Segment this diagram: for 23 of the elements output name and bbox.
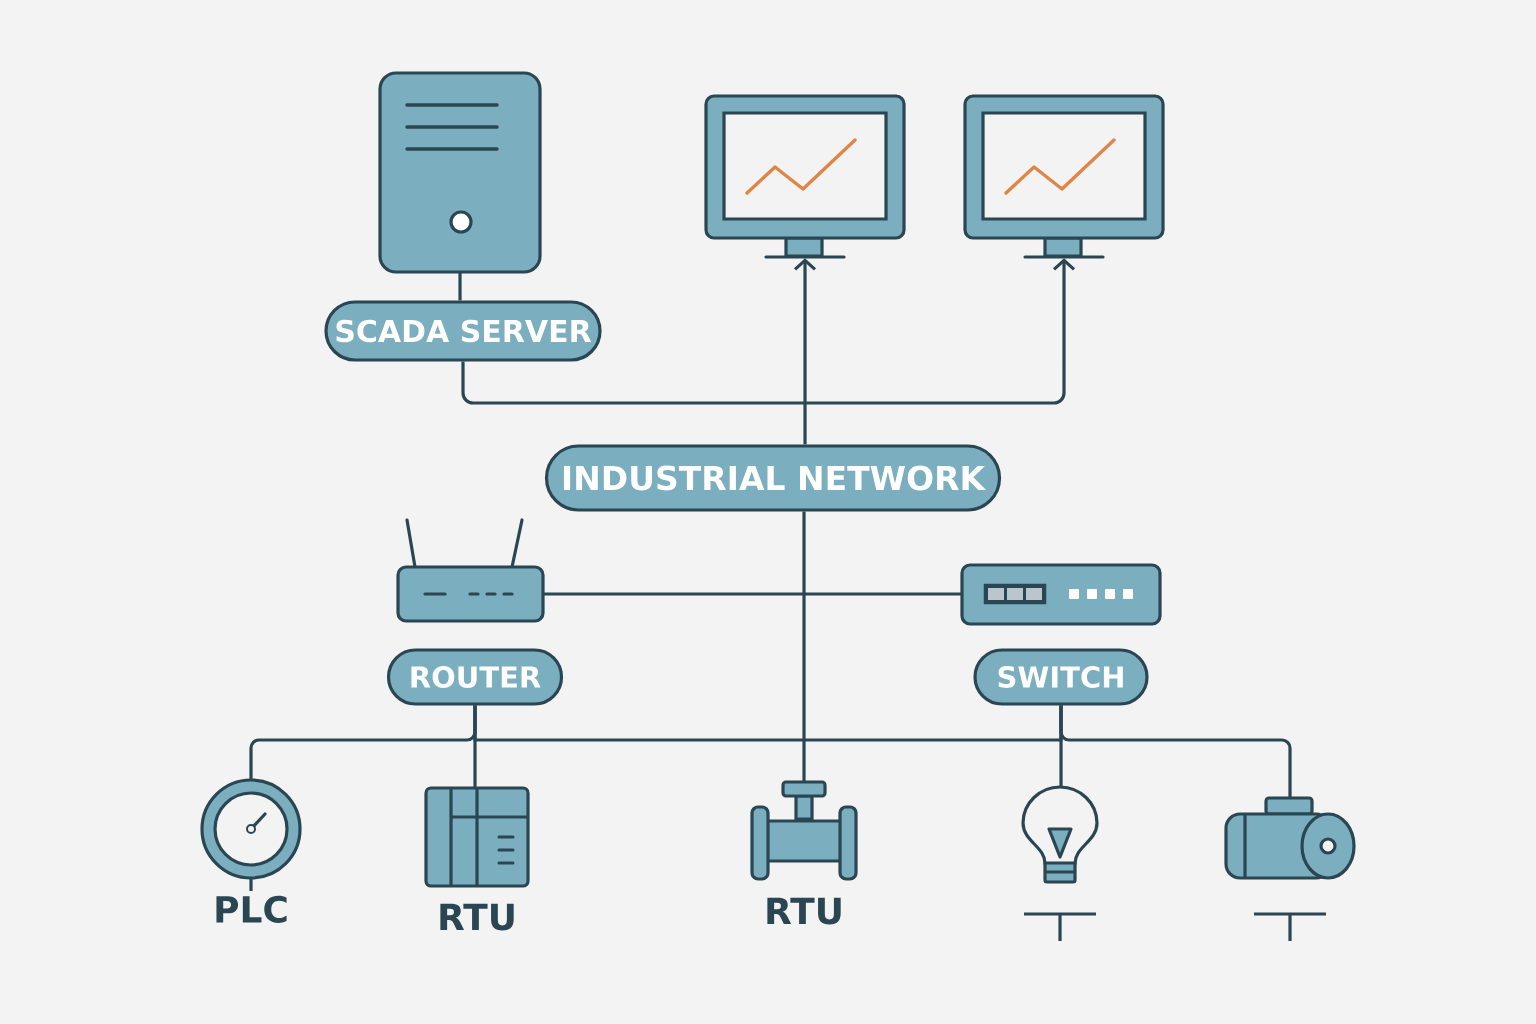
label-pill: SCADA SERVER [324,300,602,362]
label-pill: SWITCH [973,648,1149,706]
connector-line [458,271,462,301]
label-pill: INDUSTRIAL NETWORK [544,444,1002,512]
router-drawing [396,518,545,623]
server-drawing [378,71,542,274]
connector-line [1059,705,1292,798]
connector-line [542,592,962,596]
device-label: RTU [440,903,514,931]
lightbulb-drawing [1021,785,1099,884]
arrow [793,258,817,445]
device-label: RTU [767,897,841,925]
label-pill: ROUTER [386,648,564,706]
motor-drawing [1224,796,1356,880]
cabinet-drawing [424,786,530,888]
arrow [461,258,1076,405]
valve-drawing [750,780,858,881]
device-label: PLC [216,895,287,923]
connector-line [802,511,806,782]
gauge-drawing [200,778,302,891]
switch-drawing [960,563,1162,626]
monitor-drawing [963,94,1165,259]
monitor-drawing [704,94,906,259]
